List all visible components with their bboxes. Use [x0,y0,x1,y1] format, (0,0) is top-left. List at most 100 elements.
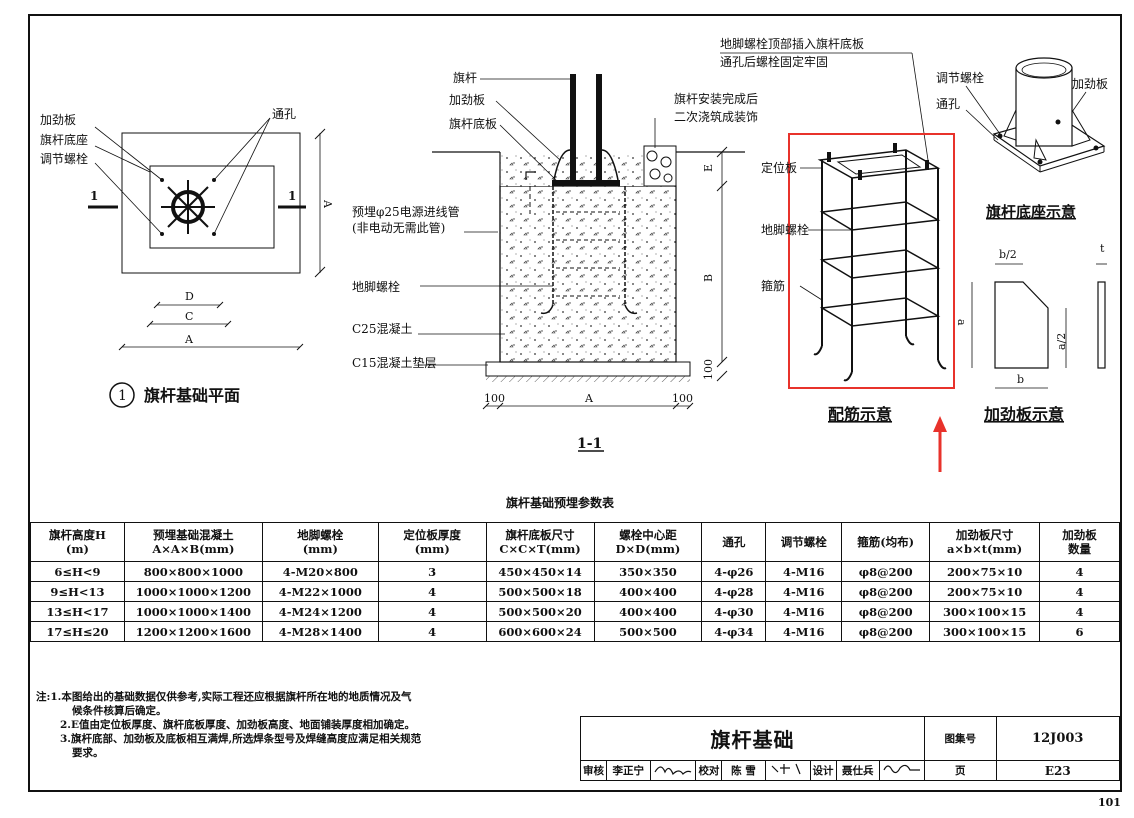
section-view [418,74,745,452]
table-cell: 500×500×18 [485,581,595,602]
table-cell: 300×100×15 [929,621,1041,642]
base-label-stiffener: 加劲板 [1072,77,1108,91]
section-label-conduit: 预埋φ25电源进线管 [352,204,460,219]
col-header: 箍筋(均布) [841,522,931,562]
table-cell: 4-φ26 [701,561,767,582]
table-cell: φ8@200 [841,601,931,622]
section-concrete-block [499,185,677,363]
note-line: 2.E值由定位板厚度、旗杆底板厚度、加劲板高度、地面铺装厚度相加确定。 [60,719,415,731]
section-label-anchor-bolt: 地脚螺栓 [352,279,400,294]
plan-circle-number: 1 [118,388,127,404]
note-line: 要求。 [72,747,104,759]
page-number: 101 [1098,796,1121,809]
section-dim-100-vert: 100 [702,359,715,380]
stiffener-dim-t: t [1100,242,1105,255]
table-cell: 13≤H<17 [30,601,125,622]
table-cell: 500×500 [593,621,703,642]
section-label-base-plate: 旗杆底板 [449,116,497,131]
plan-view [88,117,326,408]
table-cell: 400×400 [593,581,703,602]
titleblock-atlas-no: 12J003 [995,716,1121,761]
plan-base-plate [149,165,275,249]
base-schematic [965,57,1106,173]
col-header: 定位板厚度(mm) [377,522,487,562]
table-cell: 4 [377,621,487,642]
drawing-frame [28,14,1122,792]
section-dim-100-right: 100 [672,392,693,405]
rebar-highlight-box [788,133,955,389]
base-label-hole: 通孔 [936,97,960,111]
plan-title: 旗杆基础平面 [144,386,240,405]
plan-dim-a: A [184,333,194,346]
table-cell: 200×75×10 [929,561,1041,582]
red-arrow-icon [933,416,947,432]
table-cell: 4-M24×1200 [261,601,379,622]
col-header: 旗杆高度H(m) [30,522,125,562]
table-cell: 4 [377,581,487,602]
section-c15-layer [485,361,691,377]
plan-label-pole-base: 旗杆底座 [40,132,88,147]
titleblock-page-label: 页 [924,760,997,781]
stiffener-dim-a-half: a/2 [1055,333,1068,350]
table-cell: 500×500×20 [485,601,595,622]
designer-signature [879,760,926,781]
table-cell: 4 [1039,561,1120,582]
titleblock-designer: 聂仕兵 [835,760,881,781]
rebar-title: 配筋示意 [828,405,892,424]
plan-dim-a-vertical: A [321,199,334,209]
titleblock-page-no: E23 [995,760,1121,781]
titleblock-reviewer: 李正宁 [606,760,651,781]
section-dim-a: A [584,392,594,405]
titleblock-design-label: 设计 [809,760,837,781]
table-cell: 350×350 [593,561,703,582]
stiffener-dim-b-half: b/2 [999,248,1017,261]
plan-section-mark-left: 1 [90,189,98,203]
rebar-top-note-2: 通孔后螺栓固定牢固 [720,54,828,69]
stiffener-title: 加劲板示意 [983,405,1064,424]
table-cell: 800×800×1000 [123,561,263,582]
title-block: 旗杆基础 图集号 12J003 审核 李正宁 校对 陈 雪 设计 聂仕兵 页 E… [579,716,1121,781]
section-dim-100-left: 100 [484,392,505,405]
table-cell: 4-φ30 [701,601,767,622]
plan-label-hole: 通孔 [272,107,296,121]
table-cell: 3 [377,561,487,582]
col-header: 调节螺栓 [765,522,843,562]
table-cell: 600×600×24 [485,621,595,642]
rebar-cage [720,52,955,472]
table-title: 旗杆基础预埋参数表 [505,496,614,510]
table-cell: 450×450×14 [485,561,595,582]
rebar-label-stirrup: 箍筋 [761,278,785,293]
table-cell: 1000×1000×1200 [123,581,263,602]
section-label-c25: C25混凝土 [352,321,412,336]
plan-label-stiffener: 加劲板 [40,113,76,127]
table-cell: 4-M16 [765,581,843,602]
table-cell: φ8@200 [841,621,931,642]
titleblock-title: 旗杆基础 [579,716,926,761]
table-cell: 4-M22×1000 [261,581,379,602]
rebar-label-plate: 定位板 [761,160,797,175]
base-label-adjust-bolt: 调节螺栓 [936,70,984,85]
table-cell: 4-φ34 [701,621,767,642]
section-dim-b: B [702,274,715,282]
table-cell: 17≤H≤20 [30,621,125,642]
section-base-plate [552,180,620,186]
table-cell: φ8@200 [841,581,931,602]
table-cell: 4-M16 [765,621,843,642]
section-label-conduit-note: (非电动无需此管) [352,220,445,235]
table-cell: 4-M16 [765,561,843,582]
table-cell: 4-M28×1400 [261,621,379,642]
section-title: 1-1 [577,436,602,452]
section-decor-fill [643,145,677,187]
col-header: 加劲板数量 [1039,522,1120,562]
section-label-c15: C15混凝土垫层 [352,355,436,370]
table-cell: 6 [1039,621,1120,642]
